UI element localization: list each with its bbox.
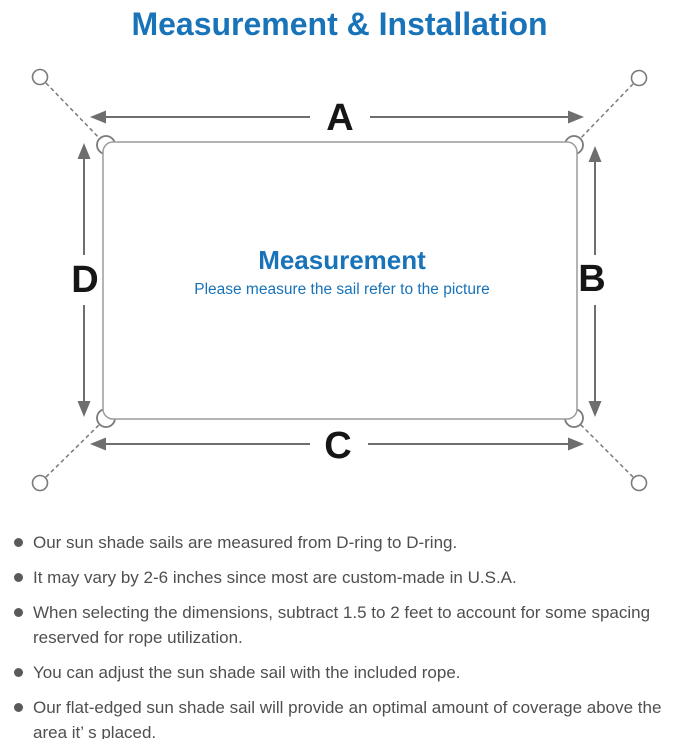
rope-bottom-left: [45, 420, 104, 478]
bullet-icon: [14, 703, 23, 712]
dim-label-d: D: [71, 259, 98, 301]
rope-top-left: [45, 82, 104, 143]
diagram-center-title: Measurement: [258, 245, 426, 275]
sail-outline: [102, 141, 578, 420]
bullet-icon: [14, 668, 23, 677]
list-item: Our sun shade sails are measured from D-…: [12, 530, 669, 555]
anchor-bottom-right-icon: [630, 474, 648, 492]
rope-bottom-right: [576, 420, 634, 478]
bullet-icon: [14, 573, 23, 582]
diagram-center-subtitle: Please measure the sail refer to the pic…: [194, 281, 490, 298]
anchor-bottom-left-icon: [31, 474, 49, 492]
anchor-top-right-icon: [630, 69, 648, 87]
measurement-installation-page: Measurement & Installation: [0, 4, 679, 739]
note-text: When selecting the dimensions, subtract …: [33, 603, 651, 647]
anchor-top-left-icon: [31, 68, 49, 86]
measurement-notes-list: Our sun shade sails are measured from D-…: [0, 510, 679, 739]
corner-rope-dashed-lines: [45, 82, 634, 478]
dim-label-a: A: [326, 97, 353, 139]
note-text: Our sun shade sails are measured from D-…: [33, 533, 458, 552]
list-item: When selecting the dimensions, subtract …: [12, 600, 669, 650]
dim-a-arrowhead-right: [568, 110, 584, 124]
dim-c-arrowhead-left: [90, 437, 106, 451]
rope-top-right: [576, 83, 634, 143]
dim-d-arrowhead-top: [77, 143, 91, 159]
list-item: You can adjust the sun shade sail with t…: [12, 660, 669, 685]
dimension-arrows: [77, 110, 602, 451]
dim-a-arrowhead-left: [90, 110, 106, 124]
dim-label-c: C: [324, 425, 351, 467]
list-item: It may vary by 2-6 inches since most are…: [12, 565, 669, 590]
anchor-point-circles: [31, 68, 648, 492]
sail-measurement-diagram: A B C D Measurement Please measure the s…: [31, 68, 648, 492]
dim-label-b: B: [578, 258, 605, 300]
note-text: Our flat-edged sun shade sail will provi…: [33, 698, 662, 739]
page-title: Measurement & Installation: [131, 6, 548, 42]
bullet-icon: [14, 608, 23, 617]
bullet-icon: [14, 538, 23, 547]
dim-d-arrowhead-bottom: [77, 401, 91, 417]
dim-b-arrowhead-bottom: [588, 401, 602, 417]
dim-c-arrowhead-right: [568, 437, 584, 451]
dim-b-arrowhead-top: [588, 146, 602, 162]
note-text: You can adjust the sun shade sail with t…: [33, 663, 461, 682]
note-text: It may vary by 2-6 inches since most are…: [33, 568, 517, 587]
list-item: Our flat-edged sun shade sail will provi…: [12, 695, 669, 739]
